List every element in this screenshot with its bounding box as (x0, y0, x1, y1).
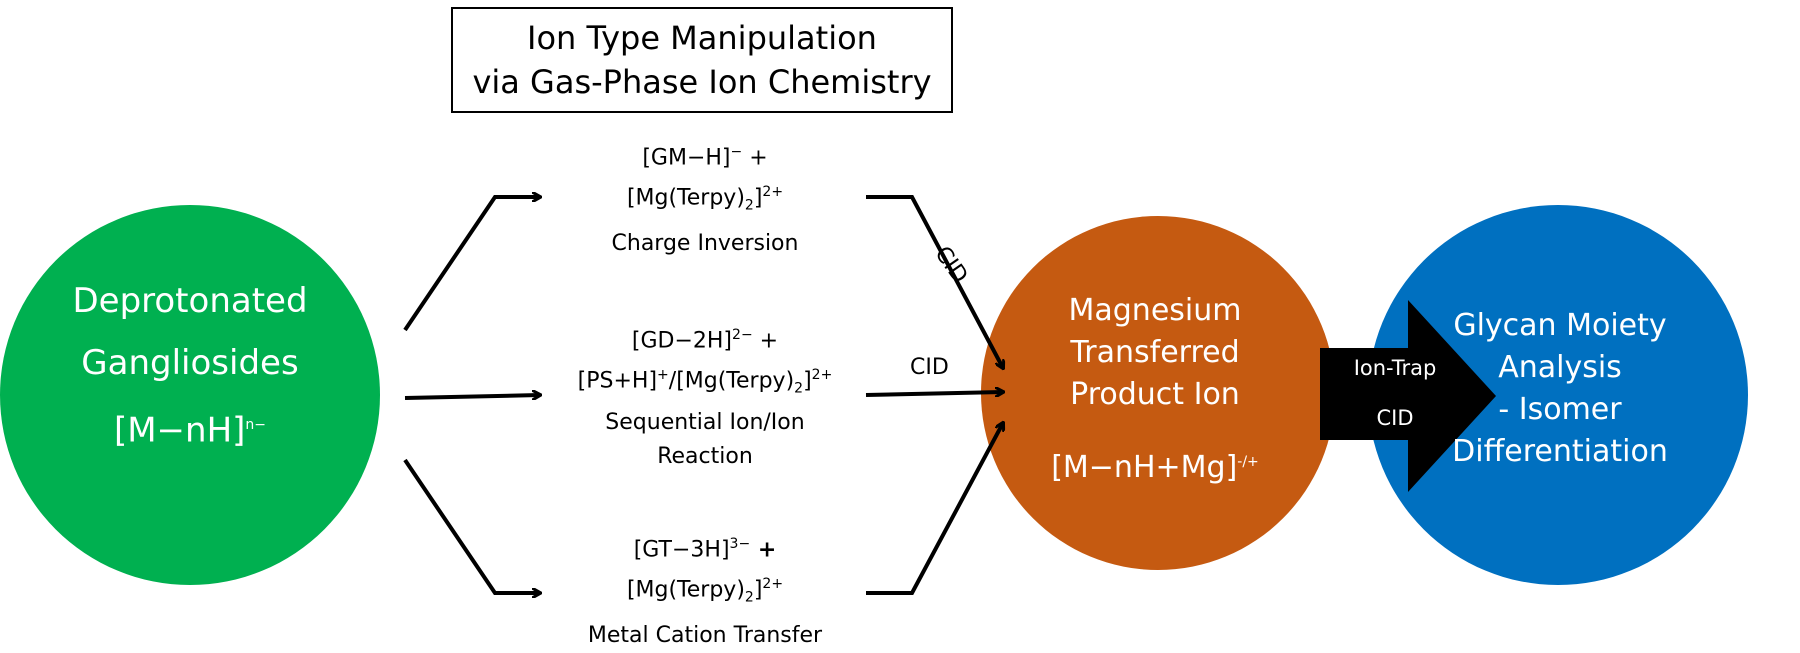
reaction-2-reagent: [PS+H]+/[Mg(Terpy)2]2+ (577, 367, 833, 398)
end-node-line-3: - Isomer (1498, 392, 1622, 427)
end-node-line-1: Glycan Moiety (1453, 308, 1667, 343)
reaction-3-label: Metal Cation Transfer (587, 623, 823, 649)
end-node-line-2: Analysis (1498, 350, 1622, 385)
start-node-line-1: Deprotonated (72, 281, 308, 321)
ion-trap-arrow (1320, 300, 1496, 492)
product-node-line-2: Transferred (1070, 335, 1240, 370)
end-node-label: Glycan Moiety Analysis - Isomer Differen… (1410, 305, 1710, 473)
reaction-3-reactant: [GT−3H]3− + (633, 536, 777, 563)
product-node-line-1: Magnesium (1068, 293, 1242, 328)
arrow-sequential-to-product (865, 392, 1003, 395)
ion-trap-label-1: Ion-Trap (1353, 356, 1437, 380)
title-line-1: Ion Type Manipulation (527, 19, 877, 57)
reaction-2-reactant: [GD−2H]2− + (631, 327, 779, 354)
title-line-2: via Gas-Phase Ion Chemistry (472, 63, 932, 101)
product-node-formula: [M−nH+Mg]-/+ (1051, 450, 1259, 485)
start-node-circle (0, 205, 380, 585)
product-node-line-3: Product Ion (1070, 377, 1240, 412)
product-node-circle (981, 216, 1335, 570)
reaction-1-label: Charge Inversion (611, 231, 799, 257)
arrow-to-sequential (404, 395, 540, 398)
cid-label-middle: CID (910, 355, 949, 380)
reaction-3-reagent: [Mg(Terpy)2]2+ (626, 576, 784, 607)
reaction-1-reactant: [GM−H]− + (642, 144, 768, 171)
arrow-to-metal-transfer (403, 458, 540, 593)
reaction-metal-transfer: [GT−3H]3− + [Mg(Terpy)2]2+ Metal Cation … (525, 527, 885, 653)
end-node-circle (1368, 205, 1748, 585)
reaction-charge-inversion: [GM−H]− + [Mg(Terpy)2]2+ Charge Inversio… (525, 135, 885, 261)
reaction-2-label-1: Sequential Ion/Ion (605, 410, 805, 436)
ion-trap-label-2: CID (1376, 406, 1414, 430)
reaction-sequential: [GD−2H]2− + [PS+H]+/[Mg(Terpy)2]2+ Seque… (525, 318, 885, 474)
product-node-label: Magnesium Transferred Product Ion (1035, 290, 1275, 416)
arrow-charge-inversion-to-product (866, 195, 1003, 368)
title-box: Ion Type Manipulation via Gas-Phase Ion … (451, 7, 953, 113)
start-node-line-2: Gangliosides (81, 343, 299, 383)
reaction-1-reagent: [Mg(Terpy)2]2+ (626, 184, 784, 215)
reaction-2-label-2: Reaction (657, 444, 753, 470)
start-node-formula: [M−nH]n− (113, 410, 267, 451)
end-node-line-4: Differentiation (1452, 434, 1668, 469)
start-node-label: Deprotonated Gangliosides [M−nH]n− (40, 270, 340, 461)
arrow-metal-transfer-to-product (866, 423, 1003, 595)
arrow-to-charge-inversion (403, 197, 540, 332)
